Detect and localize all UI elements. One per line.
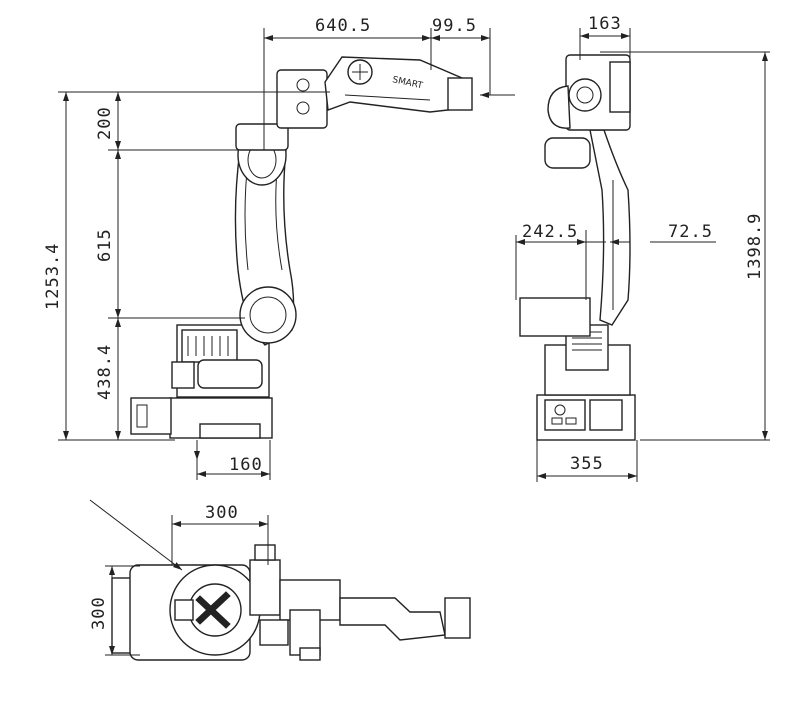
dim-300-width: 300 [205, 503, 239, 523]
side-base-connector [130, 397, 172, 435]
dim-355: 355 [570, 454, 604, 474]
dim-72-5: 72.5 [668, 222, 713, 242]
dim-615: 615 [95, 228, 115, 262]
dimension-lines [58, 28, 770, 656]
top-arm [339, 597, 446, 641]
front-view [519, 54, 636, 441]
dim-1398-9: 1398.9 [745, 213, 765, 280]
front-lower-arm [589, 129, 631, 326]
side-view: SMART [130, 56, 473, 439]
dim-160: 160 [229, 455, 263, 475]
dim-300-height: 300 [89, 596, 109, 630]
dim-163: 163 [588, 14, 622, 34]
dim-242-5: 242.5 [522, 222, 578, 242]
dim-200: 200 [95, 106, 115, 140]
dim-640-5: 640.5 [315, 16, 371, 36]
dim-99-5: 99.5 [432, 16, 477, 36]
top-view [111, 544, 471, 661]
dim-438-4: 438.4 [95, 344, 115, 400]
dimension-labels: 640.5 99.5 163 200 615 1253.4 438.4 160 … [43, 14, 765, 630]
dim-1253-4: 1253.4 [43, 243, 63, 310]
